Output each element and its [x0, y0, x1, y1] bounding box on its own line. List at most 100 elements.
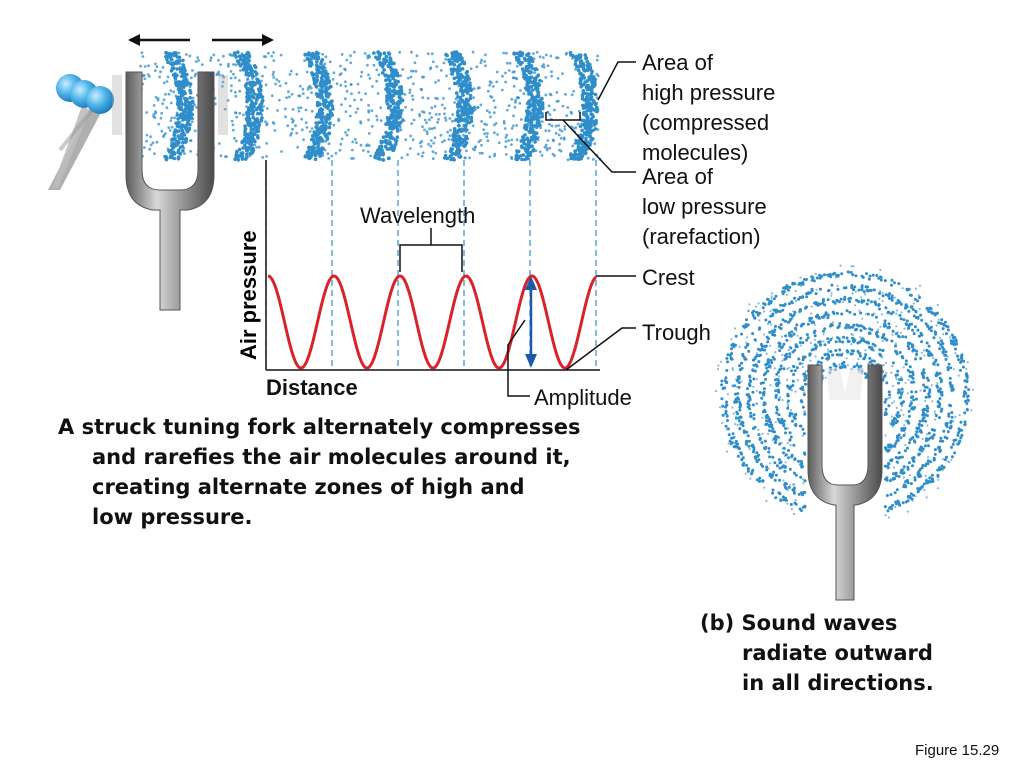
ring-dot: [744, 442, 748, 446]
ring-dot: [752, 413, 756, 417]
ring-dot: [877, 276, 881, 280]
molecule-dot: [443, 106, 447, 110]
ring-dot: [746, 434, 750, 438]
molecule-dot: [584, 127, 588, 131]
ring-dot: [800, 465, 804, 469]
molecule-dot: [462, 123, 467, 128]
ring-dot: [762, 391, 766, 394]
ring-dot: [748, 303, 751, 306]
molecule-dot: [478, 86, 481, 90]
tuning-fork-b-icon: [807, 364, 883, 601]
molecule-dot: [461, 83, 465, 87]
ring-dot: [776, 309, 780, 313]
ring-dot: [923, 389, 926, 393]
ring-dot: [767, 467, 770, 470]
ring-dot: [889, 493, 893, 497]
ring-dot: [882, 364, 885, 367]
molecule-dot: [263, 65, 267, 69]
molecule-dot: [429, 67, 432, 71]
ring-dot: [813, 334, 817, 338]
molecule-dot: [181, 58, 185, 63]
molecule-dot: [335, 82, 339, 86]
ring-dot: [801, 280, 805, 284]
molecule-dot: [591, 128, 595, 133]
molecule-dot: [245, 91, 249, 95]
ring-dot: [769, 310, 772, 313]
molecule-dot: [325, 94, 330, 99]
molecule-dot: [428, 127, 432, 131]
molecule-dot: [411, 69, 415, 73]
ring-dot: [752, 377, 756, 381]
ring-dot: [912, 439, 916, 443]
ring-dot: [775, 411, 779, 415]
molecule-dot: [235, 156, 240, 160]
ring-dot: [788, 431, 792, 435]
ring-dot: [857, 340, 860, 344]
ring-dot: [891, 425, 894, 428]
ring-dot: [950, 445, 953, 449]
molecule-dot: [234, 63, 238, 67]
ring-dot: [778, 436, 781, 439]
ring-dot: [822, 329, 825, 333]
molecule-dot: [488, 155, 492, 159]
molecule-dot: [245, 99, 249, 104]
ring-dot: [918, 473, 922, 477]
ring-dot: [916, 299, 920, 303]
molecule-dot: [197, 59, 201, 62]
molecule-dot: [258, 85, 263, 90]
molecule-dot: [404, 138, 408, 142]
molecule-dot: [532, 52, 535, 55]
ring-dot: [819, 343, 823, 347]
molecule-dot: [305, 70, 309, 74]
ring-dot: [901, 356, 905, 360]
ring-dot: [947, 412, 951, 416]
molecule-dot: [246, 77, 250, 81]
ring-dot: [820, 356, 824, 360]
molecule-dot: [366, 150, 370, 154]
ring-dot: [831, 336, 834, 339]
molecule-dot: [412, 82, 415, 86]
molecule-dot: [486, 132, 489, 135]
molecule-dot: [392, 85, 396, 89]
ring-dot: [780, 335, 784, 338]
ring-dot: [945, 358, 948, 361]
ring-dot: [753, 369, 757, 373]
ring-dot: [906, 368, 910, 372]
molecule-dot: [553, 154, 556, 158]
molecule-dot: [578, 55, 583, 59]
ring-dot: [797, 357, 801, 361]
ring-dot: [906, 481, 910, 485]
ring-dot: [838, 348, 842, 352]
molecule-dot: [291, 120, 294, 124]
ring-dot: [744, 345, 748, 349]
ring-dot: [778, 349, 782, 353]
molecule-dot: [453, 101, 456, 104]
molecule-dot: [422, 111, 426, 114]
ring-dot: [884, 412, 888, 416]
ring-dot: [879, 278, 883, 282]
ring-dot: [801, 365, 805, 369]
ring-dot: [871, 273, 875, 277]
ring-dot: [778, 396, 782, 399]
molecule-dot: [252, 92, 256, 96]
ring-dot: [734, 397, 738, 401]
molecule-dot: [448, 117, 452, 120]
molecule-dot: [577, 109, 581, 113]
ring-dot: [746, 469, 750, 473]
ring-dot: [890, 371, 893, 374]
molecule-dot: [384, 122, 388, 126]
molecule-dot: [276, 109, 279, 112]
ring-dot: [885, 494, 889, 497]
ring-dot: [793, 457, 797, 460]
ring-dot: [845, 336, 849, 340]
molecule-dot: [494, 122, 498, 125]
ring-dot: [892, 476, 896, 480]
ring-dot: [910, 436, 914, 440]
molecule-dot: [232, 63, 235, 66]
molecule-dot: [174, 143, 179, 147]
molecule-dot: [329, 84, 333, 89]
ring-dot: [956, 433, 960, 437]
molecule-dot: [338, 73, 342, 77]
molecule-dot: [525, 149, 529, 153]
ring-dot: [940, 464, 944, 468]
